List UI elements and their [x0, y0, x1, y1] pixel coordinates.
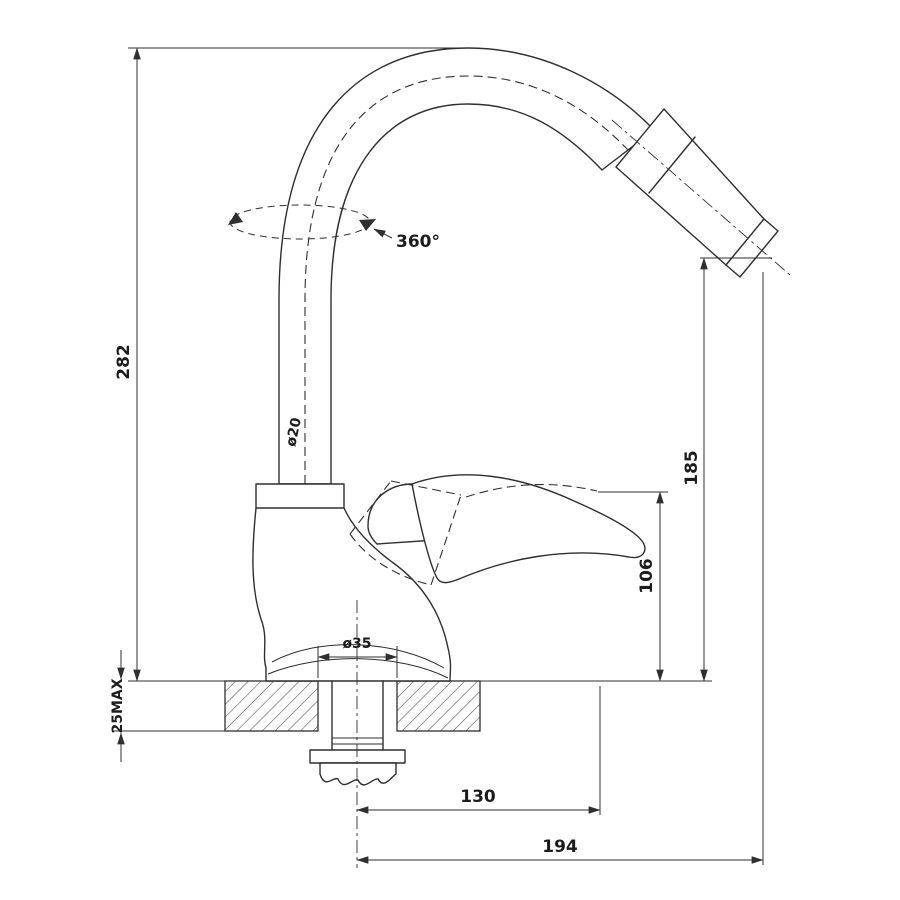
dim-label-130: 130 — [460, 787, 496, 807]
dimension-overall-reach: 194 — [356, 272, 764, 865]
dim-label-194: 194 — [542, 837, 578, 857]
dimension-spout-height: 185 — [682, 257, 772, 682]
dim-label-282: 282 — [114, 344, 134, 380]
dim-label-25max: 25MAX — [110, 678, 126, 733]
spray-nozzle-tip — [725, 218, 779, 278]
counter-left-block — [224, 680, 319, 732]
gooseneck-spout — [278, 47, 655, 485]
swivel-arrow-left — [228, 212, 243, 225]
counter-right-block — [396, 680, 481, 732]
dimension-swivel: 360° — [373, 228, 440, 252]
dimension-deck-thickness: 25MAX — [110, 650, 226, 762]
faucet-body — [252, 483, 452, 682]
dim-label-360: 360° — [396, 232, 440, 252]
spout-centerline — [304, 75, 629, 484]
countertop-section — [224, 680, 481, 732]
mounting-washer — [309, 749, 406, 764]
mounting-hardware — [309, 680, 406, 786]
base-skirt-arc-1 — [271, 644, 445, 669]
dimension-outlet-reach: 130 — [356, 686, 601, 815]
swivel-arrow-right — [359, 219, 376, 231]
dim-label-dia35: ø35 — [342, 636, 371, 652]
dimensions: 282 25MAX 185 106 ø35 — [110, 47, 772, 865]
mounting-nut — [319, 762, 397, 786]
dimension-handle-height: 106 — [598, 491, 668, 682]
spray-head-axis — [611, 119, 791, 276]
dim-label-dia20: ø20 — [283, 416, 305, 448]
handle-lever — [411, 474, 646, 584]
dimension-overall-height: 282 — [114, 47, 712, 682]
spray-head-collar-line — [648, 136, 696, 194]
dim-label-106: 106 — [637, 558, 657, 594]
dimension-hole-diameter: ø35 — [317, 636, 398, 678]
dim-label-185: 185 — [682, 450, 702, 486]
hidden-cartridge-lines — [349, 480, 598, 586]
faucet-outline — [228, 47, 791, 868]
